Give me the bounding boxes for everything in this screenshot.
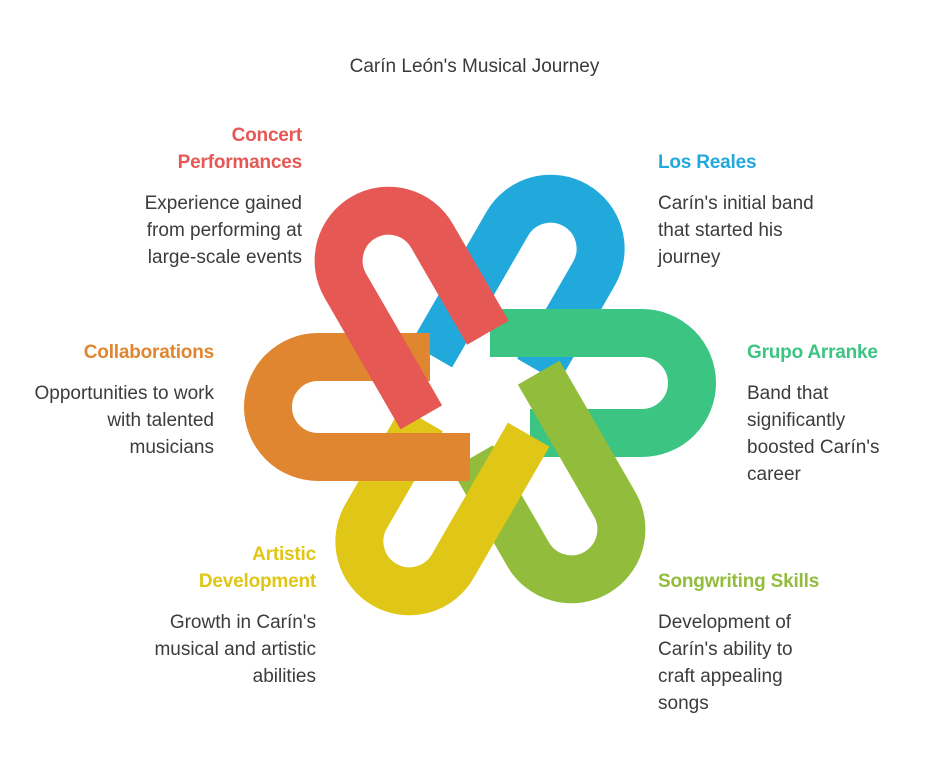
label-concert-performances: Concert Performances Experience gained f… [52, 122, 303, 271]
desc-collaborations: Opportunities to work with talented musi… [34, 383, 214, 458]
loop-artistic-development [335, 407, 550, 616]
desc-grupo-arranke: Band that significantly boosted Carín's … [747, 383, 880, 485]
heading-grupo-arranke: Grupo Arranke [747, 342, 878, 363]
heading-artistic-development: Artistic Development [198, 544, 316, 592]
loop-collaborations [244, 333, 470, 481]
heading-los-reales: Los Reales [658, 152, 757, 173]
label-collaborations: Collaborations Opportunities to work wit… [0, 339, 214, 461]
label-songwriting-skills: Songwriting Skills Development of Carín'… [658, 568, 858, 717]
label-artistic-development: Artistic Development Growth in Carín's m… [66, 541, 316, 690]
loop-grupo-arranke [490, 309, 716, 457]
heading-songwriting-skills: Songwriting Skills [658, 571, 820, 592]
heading-concert-performances: Concert Performances [177, 125, 303, 173]
desc-artistic-development: Growth in Carín's musical and artistic a… [154, 612, 316, 687]
desc-songwriting-skills: Development of Carín's ability to craft … [658, 612, 793, 714]
label-grupo-arranke: Grupo Arranke Band that significantly bo… [747, 339, 917, 488]
desc-concert-performances: Experience gained from performing at lar… [144, 193, 302, 268]
loop-los-reales [410, 174, 625, 383]
loop-concert-performances [314, 186, 509, 430]
loop-songwriting-skills [451, 360, 646, 604]
heading-collaborations: Collaborations [83, 342, 214, 363]
label-los-reales: Los Reales Carín's initial band that sta… [658, 149, 908, 271]
diagram-title: Carín León's Musical Journey [349, 56, 600, 77]
desc-los-reales: Carín's initial band that started his jo… [658, 193, 814, 268]
